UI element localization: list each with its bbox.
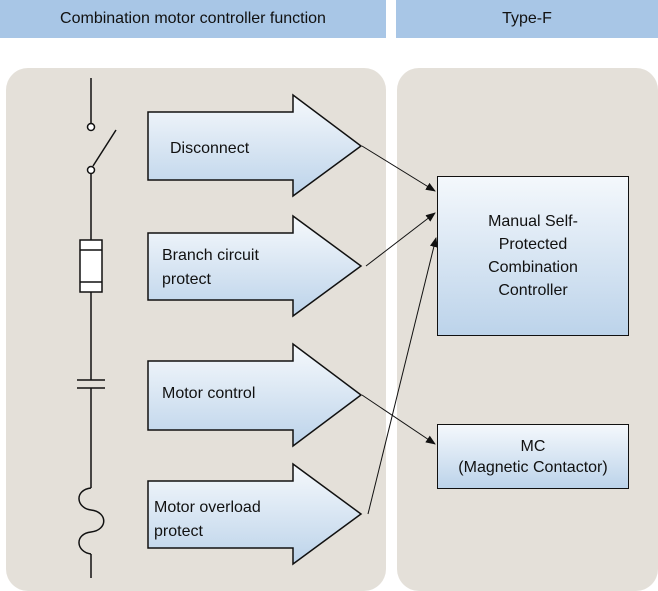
schematic-symbols	[77, 78, 117, 578]
manual-self-protected-controller-box: Manual Self- Protected Combination Contr…	[437, 176, 629, 336]
switch-contact-top	[86, 122, 96, 132]
fuse-body	[79, 239, 103, 293]
connector-disconnect	[361, 145, 436, 192]
label-disconnect: Disconnect	[170, 140, 250, 157]
connector-motor-overload	[367, 237, 438, 515]
arrow-motor-control	[147, 342, 363, 448]
label-branch-circuit-protect: Branch circuit protect	[162, 247, 259, 288]
connector-motor-control	[361, 394, 436, 445]
header-combination-function: Combination motor controller function	[0, 0, 386, 38]
arrow-branch-circuit	[147, 214, 363, 318]
overload-heater-element	[78, 487, 105, 555]
header-type-f: Type-F	[396, 0, 658, 38]
label-motor-overload-protect: Motor overload protect	[154, 499, 261, 540]
switch-contact-bottom	[86, 165, 96, 175]
arrow-disconnect	[147, 93, 363, 198]
magnetic-contactor-box: MC (Magnetic Contactor)	[437, 424, 629, 489]
arrow-motor-overload	[147, 462, 363, 566]
label-motor-control: Motor control	[162, 385, 256, 402]
disconnect-switch-blade	[92, 129, 117, 167]
connector-branch-circuit	[365, 212, 436, 267]
